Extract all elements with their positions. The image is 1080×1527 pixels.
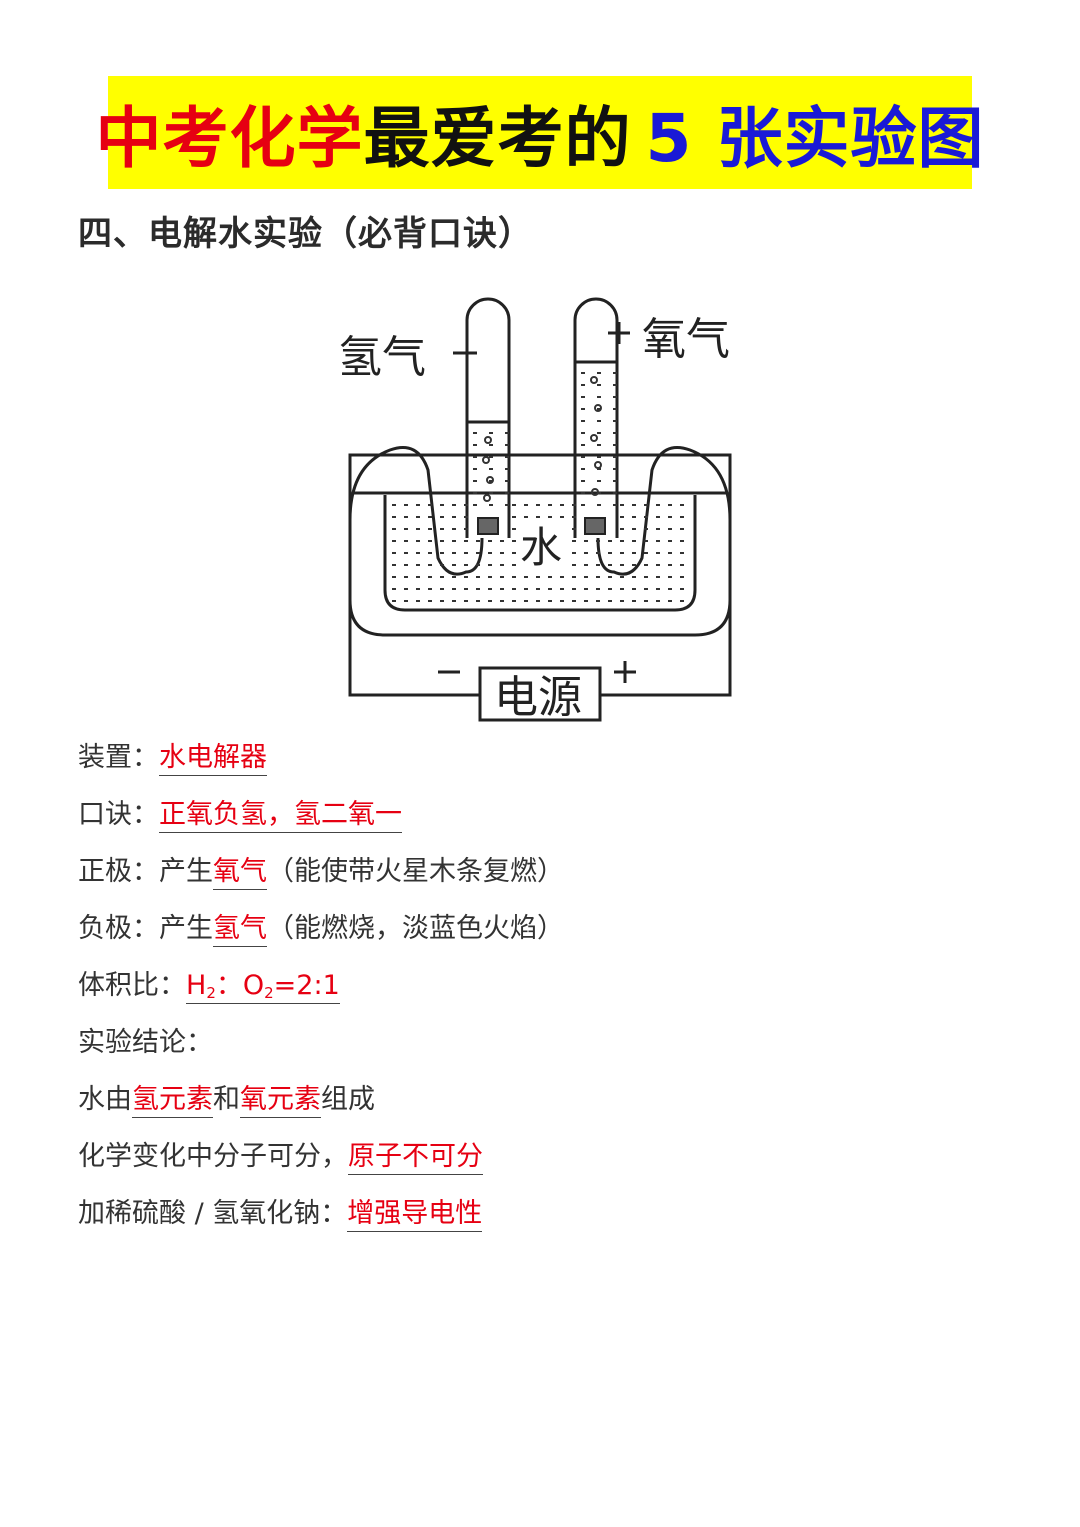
oxygen-tube (573, 297, 619, 538)
water-dots (392, 372, 684, 602)
answer-negative: 氢气 (213, 913, 267, 947)
label-power: 电源 (494, 672, 582, 723)
section-title: 四、电解水实验（必背口诀） (78, 214, 533, 254)
note-conclusion: 实验结论： (78, 1027, 213, 1058)
title-blue-part: 5 张实验图 (645, 99, 985, 177)
answer-positive: 氧气 (213, 856, 267, 890)
wire-right (596, 446, 732, 697)
answer-oxygen-element: 氧元素 (240, 1084, 321, 1118)
hydrogen-tube (465, 297, 511, 538)
note-mnemonic: 口诀：正氧负氢，氢二氧一 (78, 787, 1018, 844)
electrolysis-diagram: 氢气 氧气 水 电源 (338, 297, 732, 723)
note-composition: 水由氢元素和氧元素组成 (78, 1072, 1018, 1129)
wire-left (348, 446, 484, 697)
power-source-box (478, 666, 602, 722)
bubbles (482, 376, 602, 502)
label-oxygen: 氧气 (642, 314, 730, 365)
label-water: 水 (520, 523, 562, 572)
answer-ratio: H2：O2=2:1 (186, 970, 340, 1004)
answer-conductivity: 增强导电性 (347, 1198, 483, 1232)
answer-mnemonic: 正氧负氢，氢二氧一 (159, 799, 402, 833)
label-hydrogen: 氢气 (338, 332, 426, 383)
answer-hydrogen-element: 氢元素 (132, 1084, 213, 1118)
note-positive: 正极：产生氧气（能使带火星木条复燃） (78, 844, 1018, 901)
answer-device: 水电解器 (159, 742, 267, 776)
note-molecule: 化学变化中分子可分，原子不可分 (78, 1129, 1018, 1186)
note-device: 装置：水电解器 (78, 730, 1018, 787)
note-negative: 负极：产生氢气（能燃烧，淡蓝色火焰） (78, 901, 1018, 958)
note-additive: 加稀硫酸 / 氢氧化钠：增强导电性 (78, 1186, 1018, 1243)
electrode-right (584, 517, 606, 535)
answer-atom: 原子不可分 (348, 1141, 483, 1175)
title-black-part: 最爱考的 (363, 99, 632, 177)
note-ratio: 体积比：H2：O2=2:1 (78, 970, 340, 1004)
title-red-part: 中考化学 (95, 99, 364, 177)
notes: 装置：水电解器 口诀：正氧负氢，氢二氧一 正极：产生氧气（能使带火星木条复燃） … (78, 730, 1018, 1243)
electrode-left (477, 517, 499, 535)
trough-inner (383, 495, 697, 612)
